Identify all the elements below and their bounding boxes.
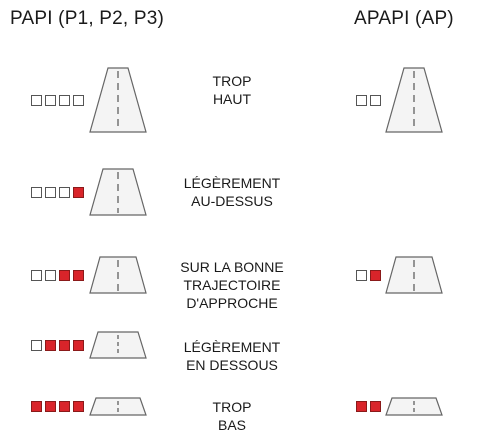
- state-label-trop-haut: TROP HAUT: [170, 72, 294, 108]
- apapi-bonne-trajectoire-light-2-red: [370, 269, 381, 281]
- apapi-trop-haut-light-1-white: [356, 94, 367, 106]
- state-label-line: LÉGÈREMENT: [183, 339, 281, 355]
- papi-legerement-en-dessous-light-2-red: [45, 339, 56, 351]
- state-label-line: TROP: [212, 399, 252, 415]
- papi-trop-bas-light-4-red: [73, 400, 84, 412]
- papi-trop-haut-light-3-white: [59, 94, 70, 106]
- apapi-runway-trop-bas: [385, 396, 443, 416]
- state-label-line: HAUT: [212, 91, 252, 107]
- papi-legerement-au-dessus-light-4-red: [73, 186, 84, 198]
- papi-trop-haut-light-4-white: [73, 94, 84, 106]
- state-label-trop-bas: TROP BAS: [170, 398, 294, 434]
- papi-runway-bonne-trajectoire: [89, 256, 147, 294]
- papi-bonne-trajectoire-light-3-red: [59, 269, 70, 281]
- papi-bonne-trajectoire-light-1-white: [31, 269, 42, 281]
- apapi-runway-trop-haut: [385, 67, 443, 133]
- state-label-line: AU-DESSUS: [191, 193, 273, 209]
- state-label-line: SUR LA BONNE: [180, 259, 284, 275]
- papi-runway-legerement-en-dessous: [89, 331, 147, 359]
- papi-legerement-au-dessus-light-3-white: [59, 186, 70, 198]
- state-label-legerement-au-dessus: LÉGÈREMENT AU-DESSUS: [170, 174, 294, 210]
- apapi-bonne-trajectoire-light-1-white: [356, 269, 367, 281]
- state-label-line: D'APPROCHE: [186, 295, 278, 311]
- papi-runway-trop-bas: [89, 396, 147, 416]
- state-label-bonne-trajectoire: SUR LA BONNE TRAJECTOIRE D'APPROCHE: [170, 258, 294, 312]
- papi-trop-bas-light-1-red: [31, 400, 42, 412]
- apapi-trop-haut-light-2-white: [370, 94, 381, 106]
- papi-trop-haut-light-2-white: [45, 94, 56, 106]
- papi-legerement-en-dessous-light-3-red: [59, 339, 70, 351]
- papi-column-title: PAPI (P1, P2, P3): [10, 8, 165, 29]
- papi-trop-bas-light-3-red: [59, 400, 70, 412]
- papi-runway-legerement-au-dessus: [89, 168, 147, 216]
- state-label-line: BAS: [217, 417, 246, 433]
- papi-bonne-trajectoire-light-2-white: [45, 269, 56, 281]
- apapi-runway-bonne-trajectoire: [385, 256, 443, 294]
- papi-bonne-trajectoire-light-4-red: [73, 269, 84, 281]
- state-label-legerement-en-dessous: LÉGÈREMENT EN DESSOUS: [170, 338, 294, 374]
- papi-trop-haut-light-1-white: [31, 94, 42, 106]
- apapi-trop-bas-light-2-red: [370, 400, 381, 412]
- state-label-line: EN DESSOUS: [186, 357, 278, 373]
- apapi-trop-bas-light-1-red: [356, 400, 367, 412]
- apapi-column-title: APAPI (AP): [354, 8, 454, 29]
- papi-legerement-au-dessus-light-2-white: [45, 186, 56, 198]
- papi-runway-trop-haut: [89, 67, 147, 133]
- state-label-line: TRAJECTOIRE: [183, 277, 281, 293]
- papi-trop-bas-light-2-red: [45, 400, 56, 412]
- papi-legerement-au-dessus-light-1-white: [31, 186, 42, 198]
- state-label-line: TROP: [212, 73, 252, 89]
- papi-legerement-en-dessous-light-1-white: [31, 339, 42, 351]
- papi-legerement-en-dessous-light-4-red: [73, 339, 84, 351]
- state-label-line: LÉGÈREMENT: [183, 175, 281, 191]
